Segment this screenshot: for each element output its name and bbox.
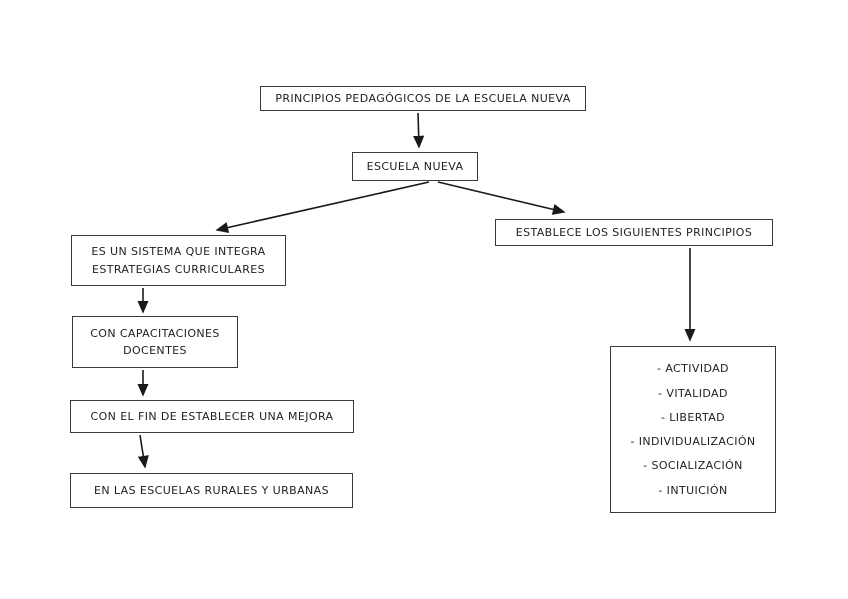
node-sistema-integra: ES UN SISTEMA QUE INTEGRA ESTRATEGIAS CU… <box>71 235 286 286</box>
node-escuela-nueva: ESCUELA NUEVA <box>352 152 478 181</box>
node-capacitaciones-docentes: CON CAPACITACIONES DOCENTES <box>72 316 238 368</box>
node-lista-principios: - ACTIVIDAD - VITALIDAD - LIBERTAD - IND… <box>610 346 776 513</box>
principio-intuicion: - INTUICIÓN <box>658 483 728 497</box>
node-establece-principios: ESTABLECE LOS SIGUIENTES PRINCIPIOS <box>495 219 773 246</box>
node-principios-pedagogicos: PRINCIPIOS PEDAGÓGICOS DE LA ESCUELA NUE… <box>260 86 586 111</box>
principio-individualizacion: - INDIVIDUALIZACIÓN <box>630 435 756 449</box>
node-sistema-line-1: ES UN SISTEMA QUE INTEGRA <box>91 245 266 259</box>
node-escuelas-rurales-urbanas: EN LAS ESCUELAS RURALES Y URBANAS <box>70 473 353 508</box>
arrow-root-to-escuela-nueva <box>413 112 425 149</box>
node-capacitaciones-line-2: DOCENTES <box>123 344 187 357</box>
node-capacitaciones-line-1: CON CAPACITACIONES <box>90 326 220 340</box>
principio-libertad: - LIBERTAD <box>660 410 726 424</box>
principio-actividad: - ACTIVIDAD <box>657 362 729 376</box>
node-sistema-line-2: ESTRATEGIAS CURRICULARES <box>91 262 266 276</box>
node-escuela-nueva-label: ESCUELA NUEVA <box>366 159 464 173</box>
node-establece-principios-label: ESTABLECE LOS SIGUIENTES PRINCIPIOS <box>515 225 753 239</box>
arrow-escuela-nueva-to-sistema <box>215 181 430 233</box>
principio-vitalidad: - VITALIDAD <box>658 386 728 400</box>
node-fin-establecer-mejora: CON EL FIN DE ESTABLECER UNA MEJORA <box>70 400 354 433</box>
node-principios-pedagogicos-label: PRINCIPIOS PEDAGÓGICOS DE LA ESCUELA NUE… <box>275 91 571 105</box>
node-mejora-label: CON EL FIN DE ESTABLECER UNA MEJORA <box>90 409 334 423</box>
arrow-escuela-nueva-to-principios <box>437 181 566 215</box>
principio-socializacion: - SOCIALIZACIÓN <box>643 459 743 473</box>
node-escuelas-label: EN LAS ESCUELAS RURALES Y URBANAS <box>94 483 329 497</box>
arrow-mejora-to-escuelas <box>137 434 149 469</box>
